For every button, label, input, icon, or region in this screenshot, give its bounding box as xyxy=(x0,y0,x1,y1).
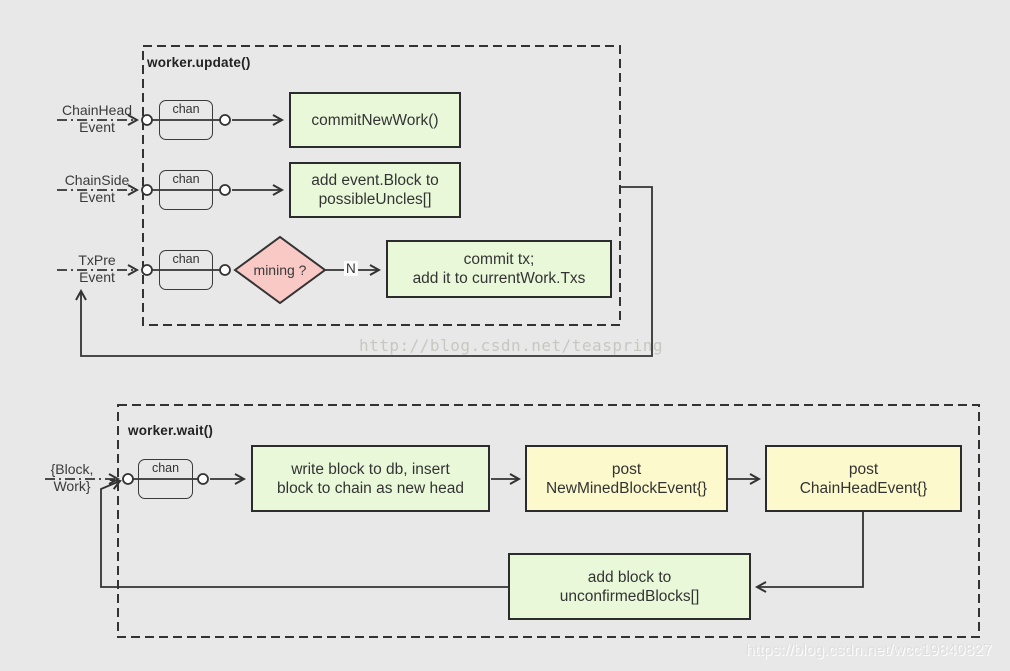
chan-label: chan xyxy=(172,252,200,266)
write-block-node: write block to db, insert block to chain… xyxy=(251,445,490,512)
post-chain-head-event-node: post ChainHeadEvent{} xyxy=(765,445,962,512)
watermark-bottom: https://blog.csdn.net/wcc19840827 xyxy=(745,642,992,659)
chan-box-wait: chan xyxy=(138,459,193,499)
port-icon xyxy=(141,114,153,126)
worker-wait-title: worker.wait() xyxy=(128,423,214,438)
post-new-mined-block-event-node: post NewMinedBlockEvent{} xyxy=(525,445,728,512)
port-icon xyxy=(141,184,153,196)
port-icon xyxy=(122,473,134,485)
watermark-top: http://blog.csdn.net/teaspring xyxy=(359,336,663,355)
chainheadevent-to-unconfirmed-line xyxy=(757,512,864,587)
commit-tx-node: commit tx; add it to currentWork.Txs xyxy=(386,240,612,298)
port-icon xyxy=(219,184,231,196)
unconfirmed-blocks-node: add block to unconfirmedBlocks[] xyxy=(508,553,751,620)
port-icon xyxy=(219,264,231,276)
commit-new-work-node: commitNewWork() xyxy=(289,92,461,148)
worker-update-title: worker.update() xyxy=(147,55,251,70)
chan-label: chan xyxy=(172,172,200,186)
port-icon xyxy=(219,114,231,126)
chan-label: chan xyxy=(172,102,200,116)
chan-box-chainhead: chan xyxy=(159,100,213,140)
mining-decision-label: mining ? xyxy=(253,262,307,278)
branch-n-label: N xyxy=(344,261,358,276)
chan-box-chainside: chan xyxy=(159,170,213,210)
possible-uncles-node: add event.Block to possibleUncles[] xyxy=(289,162,461,218)
chan-box-txpre: chan xyxy=(159,250,213,290)
txpre-event-label: TxPre Event xyxy=(78,252,116,285)
port-icon xyxy=(197,473,209,485)
chan-label: chan xyxy=(151,461,180,475)
chainhead-event-label: ChainHead Event xyxy=(61,102,133,135)
block-work-label: {Block, Work} xyxy=(50,461,94,494)
chainside-event-label: ChainSide Event xyxy=(64,172,130,205)
port-icon xyxy=(141,264,153,276)
